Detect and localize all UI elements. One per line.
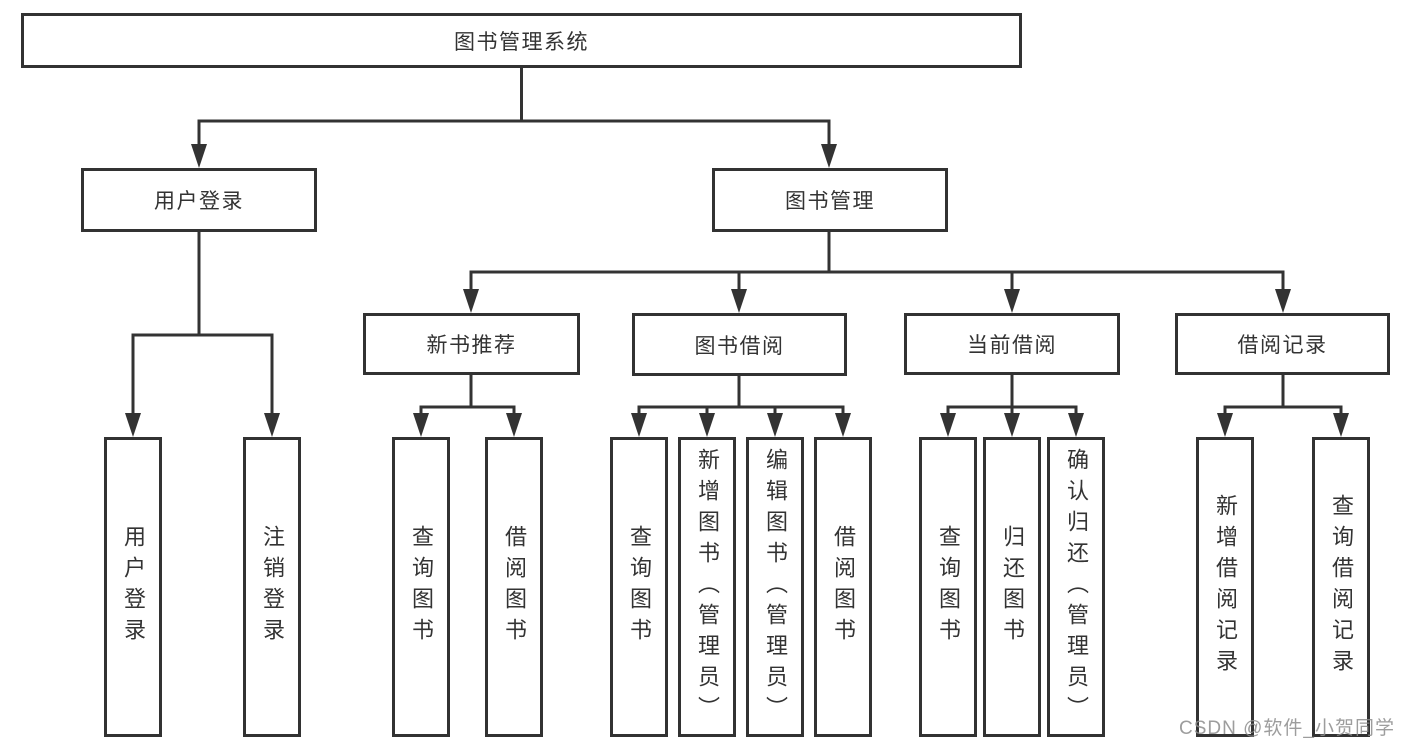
node-label: 新书推荐 <box>426 334 517 357</box>
node-current-borrowing: 当前借阅 <box>904 313 1120 375</box>
leaf-label: 借阅图书 <box>831 525 856 649</box>
leaf-borrow-books-borrowing: 借阅图书 <box>814 437 872 737</box>
leaf-edit-book-admin: 编辑图书（管理员） <box>746 437 804 737</box>
node-label: 当前借阅 <box>967 334 1057 357</box>
leaf-return-book: 归还图书 <box>983 437 1041 737</box>
node-label: 图书借阅 <box>694 334 785 358</box>
node-new-book-recommendation: 新书推荐 <box>363 313 580 375</box>
arrowheads <box>125 144 1349 437</box>
leaf-confirm-return-admin: 确认归还（管理员） <box>1047 437 1105 737</box>
leaf-query-books-current: 查询图书 <box>919 437 977 737</box>
leaf-add-borrow-record: 新增借阅记录 <box>1196 437 1254 737</box>
leaf-label: 归还图书 <box>1000 525 1025 649</box>
node-borrowing-records: 借阅记录 <box>1175 313 1390 375</box>
node-book-management: 图书管理 <box>712 168 948 232</box>
node-user-login: 用户登录 <box>81 168 317 232</box>
node-book-borrowing: 图书借阅 <box>632 313 847 376</box>
node-label: 用户登录 <box>154 190 244 213</box>
leaf-label: 新增图书（管理员） <box>695 447 720 727</box>
node-label: 图书管理系统 <box>454 30 589 54</box>
node-library-management-system: 图书管理系统 <box>21 13 1022 68</box>
leaf-label: 查询借阅记录 <box>1329 494 1354 680</box>
leaf-label: 编辑图书（管理员） <box>763 447 788 727</box>
leaf-label: 确认归还（管理员） <box>1064 447 1089 727</box>
csdn-watermark: CSDN @软件_小贺同学 <box>1179 718 1395 739</box>
leaf-label: 新增借阅记录 <box>1213 494 1238 680</box>
leaf-add-book-admin: 新增图书（管理员） <box>678 437 736 737</box>
leaf-query-books-recommend: 查询图书 <box>392 437 450 737</box>
leaf-query-borrow-record: 查询借阅记录 <box>1312 437 1370 737</box>
node-label: 借阅记录 <box>1237 334 1328 357</box>
node-label: 图书管理 <box>785 190 875 213</box>
leaf-borrow-books-recommend: 借阅图书 <box>485 437 543 737</box>
leaf-logout: 注销登录 <box>243 437 301 737</box>
leaf-query-books-borrowing: 查询图书 <box>610 437 668 737</box>
leaf-label: 查询图书 <box>627 525 652 649</box>
leaf-user-login: 用户登录 <box>104 437 162 737</box>
leaf-label: 查询图书 <box>409 525 434 649</box>
leaf-label: 注销登录 <box>260 525 285 649</box>
leaf-label: 用户登录 <box>121 525 146 649</box>
leaf-label: 借阅图书 <box>502 525 527 649</box>
leaf-label: 查询图书 <box>936 525 961 649</box>
